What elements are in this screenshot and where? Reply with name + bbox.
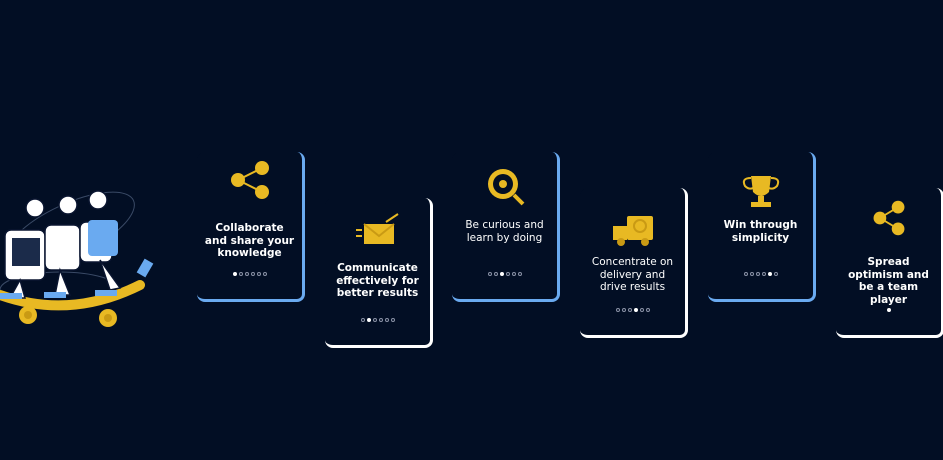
pagination-dot[interactable] — [755, 272, 760, 276]
pagination-dots — [197, 272, 302, 276]
pagination-dot[interactable] — [256, 272, 261, 276]
pagination-dot[interactable] — [639, 308, 644, 312]
value-card-collaborate[interactable]: Collaborate and share your knowledge — [197, 152, 305, 302]
pagination-dot[interactable] — [232, 272, 237, 276]
card-title: Concentrate on delivery and drive result… — [591, 256, 674, 293]
pagination-dot[interactable] — [615, 308, 620, 312]
pagination-dot[interactable] — [633, 308, 638, 312]
card-title: Win through simplicity — [723, 219, 798, 244]
card-title: Spread optimism and be a team player — [848, 256, 929, 306]
pagination-dot[interactable] — [390, 318, 395, 322]
pagination-dot[interactable] — [250, 272, 255, 276]
pagination-dot[interactable] — [372, 318, 377, 322]
value-card-optimism[interactable]: Spread optimism and be a team player — [836, 188, 943, 338]
pagination-dot[interactable] — [749, 272, 754, 276]
pagination-dot[interactable] — [238, 272, 243, 276]
trophy-icon — [742, 176, 779, 207]
value-card-curious[interactable]: Be curious and learn by doing — [452, 152, 560, 302]
pagination-dot[interactable] — [743, 272, 748, 276]
network-brains-icon — [230, 161, 269, 199]
card-title: Collaborate and share your knowledge — [204, 222, 295, 259]
email-send-icon — [355, 213, 399, 244]
pagination-dot[interactable] — [384, 318, 389, 322]
pagination-dots — [580, 308, 685, 312]
value-card-simplicity[interactable]: Win through simplicity — [708, 152, 816, 302]
pagination-dot[interactable] — [761, 272, 766, 276]
pagination-dots — [836, 308, 941, 312]
pagination-dot[interactable] — [378, 318, 383, 322]
pagination-dot[interactable] — [773, 272, 778, 276]
team-skateboard-illustration — [0, 190, 154, 327]
pagination-dot[interactable] — [627, 308, 632, 312]
pagination-dot[interactable] — [511, 272, 516, 276]
pagination-dots — [325, 318, 430, 322]
share-network-icon — [873, 200, 904, 236]
pagination-dot[interactable] — [517, 272, 522, 276]
pagination-dot[interactable] — [366, 318, 371, 322]
card-title: Communicate effectively for better resul… — [336, 262, 419, 299]
pagination-dot[interactable] — [621, 308, 626, 312]
pagination-dot[interactable] — [493, 272, 498, 276]
value-card-communicate[interactable]: Communicate effectively for better resul… — [325, 198, 433, 348]
pagination-dot[interactable] — [360, 318, 365, 322]
delivery-truck-icon — [612, 216, 653, 246]
pagination-dot[interactable] — [886, 308, 891, 312]
pagination-dot[interactable] — [505, 272, 510, 276]
pagination-dot[interactable] — [499, 272, 504, 276]
pagination-dot[interactable] — [767, 272, 772, 276]
magnifier-eye-icon — [487, 169, 524, 206]
pagination-dot[interactable] — [487, 272, 492, 276]
pagination-dot[interactable] — [262, 272, 267, 276]
card-title: Be curious and learn by doing — [465, 219, 544, 244]
pagination-dots — [452, 272, 557, 276]
pagination-dots — [708, 272, 813, 276]
pagination-dot[interactable] — [244, 272, 249, 276]
value-card-concentrate[interactable]: Concentrate on delivery and drive result… — [580, 188, 688, 338]
pagination-dot[interactable] — [645, 308, 650, 312]
